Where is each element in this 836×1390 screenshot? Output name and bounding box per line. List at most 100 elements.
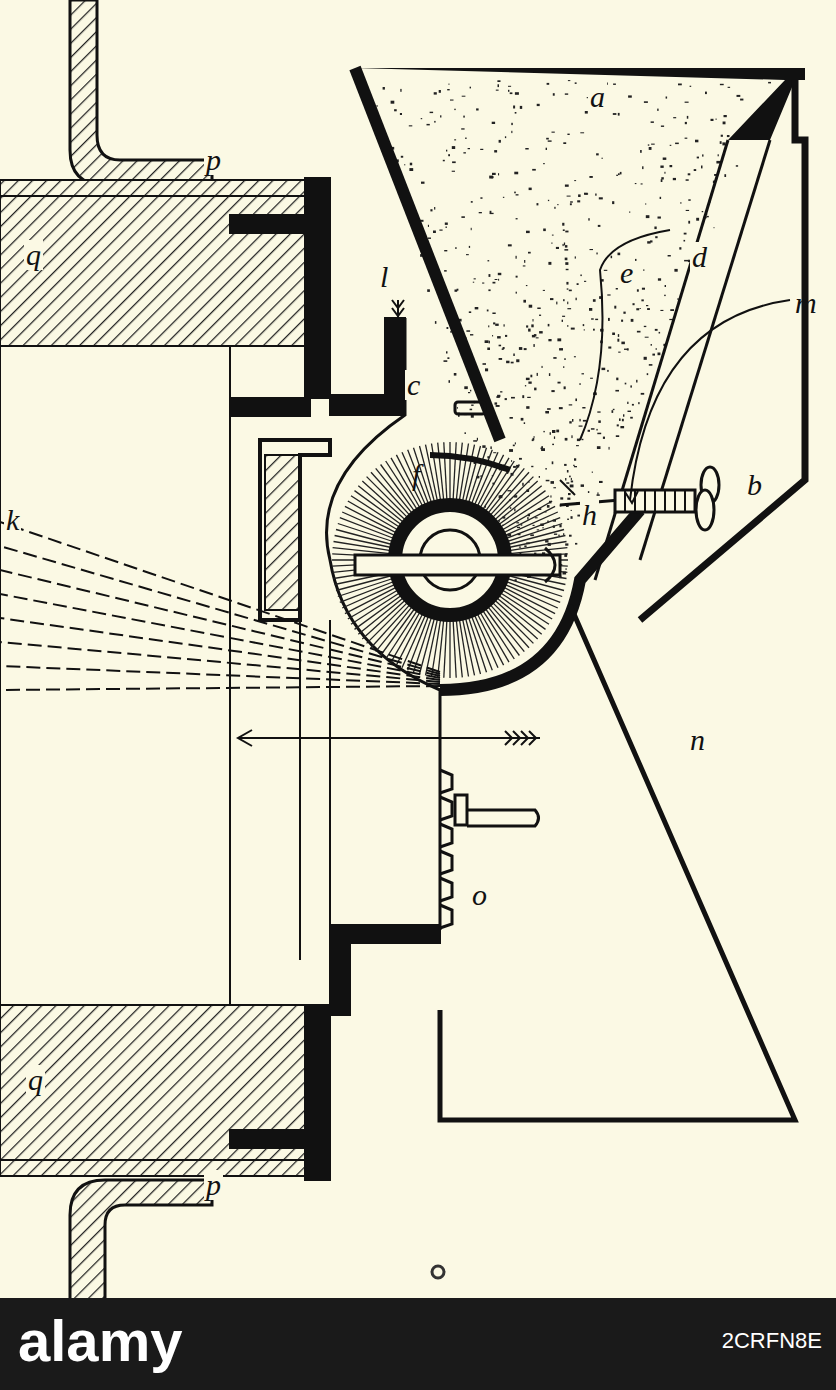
coal-dust	[547, 505, 550, 508]
coal-dust	[539, 315, 541, 316]
coal-dust	[545, 468, 546, 470]
coal-dust	[575, 256, 576, 258]
coal-dust	[461, 216, 465, 218]
coal-dust	[525, 385, 526, 386]
coal-dust	[565, 569, 567, 570]
coal-dust	[511, 397, 515, 399]
coal-dust	[516, 194, 519, 195]
coal-dust	[565, 185, 569, 187]
coal-dust	[433, 231, 436, 234]
coal-dust	[661, 126, 664, 127]
coal-dust	[686, 179, 689, 181]
coal-dust	[543, 431, 544, 432]
coal-dust	[548, 339, 551, 341]
coal-dust	[666, 97, 668, 99]
coal-dust	[473, 440, 477, 442]
coal-dust	[552, 132, 555, 133]
coal-dust	[618, 173, 620, 175]
coal-dust	[546, 412, 549, 414]
coal-dust	[552, 235, 554, 236]
coal-dust	[659, 332, 661, 334]
coal-dust	[516, 218, 518, 219]
coal-dust	[678, 84, 682, 86]
coal-dust	[526, 406, 529, 409]
coal-dust	[533, 319, 534, 322]
brush-bristle	[408, 450, 429, 504]
coal-dust	[550, 495, 551, 497]
coal-dust	[566, 269, 569, 270]
coal-dust	[471, 405, 473, 406]
coal-dust	[658, 217, 661, 219]
callout-letter: q	[26, 1065, 45, 1095]
coal-dust	[446, 351, 448, 353]
coal-dust	[565, 262, 568, 265]
coal-dust	[615, 390, 619, 392]
coal-dust	[716, 119, 717, 120]
coal-dust	[724, 174, 726, 177]
coal-dust	[567, 498, 570, 500]
coal-dust	[603, 437, 605, 439]
stamp-dot	[432, 1266, 444, 1278]
coal-dust	[505, 335, 507, 337]
coal-dust	[463, 116, 465, 118]
coal-dust	[525, 148, 528, 150]
coal-dust	[485, 340, 489, 343]
coal-dust	[499, 345, 502, 347]
coal-dust	[720, 84, 724, 85]
coal-dust	[577, 283, 579, 285]
coal-dust	[511, 123, 513, 125]
coal-dust	[567, 325, 568, 327]
coal-dust	[637, 289, 639, 291]
coal-dust	[576, 445, 579, 446]
coal-dust	[674, 269, 677, 272]
coal-dust	[376, 105, 377, 106]
coal-dust	[527, 517, 528, 520]
coal-dust	[558, 535, 559, 537]
coal-dust	[574, 356, 576, 357]
brush-bristle	[444, 442, 447, 500]
coal-dust	[640, 150, 642, 153]
coal-dust	[579, 383, 580, 385]
coal-dust	[448, 84, 449, 85]
coal-dust	[609, 447, 610, 450]
coal-dust	[452, 146, 455, 149]
coal-dust	[596, 153, 599, 155]
coal-dust	[619, 418, 621, 421]
feed-screw	[560, 300, 790, 530]
air-arrow-n	[238, 300, 540, 746]
coal-dust	[571, 516, 573, 519]
coal-dust	[551, 390, 554, 392]
brush-bristle	[402, 452, 426, 505]
coal-dust	[617, 339, 619, 342]
coal-dust	[549, 373, 550, 376]
coal-dust	[505, 136, 506, 138]
coal-dust	[409, 125, 413, 126]
coal-dust	[737, 95, 741, 97]
brush-bristle	[351, 496, 400, 528]
coal-dust	[641, 393, 645, 395]
coal-dust	[528, 382, 531, 384]
coal-dust	[570, 201, 573, 202]
coal-dust	[611, 256, 613, 259]
coal-dust	[642, 288, 645, 290]
brush-bristle	[502, 590, 552, 619]
coal-dust	[597, 411, 600, 412]
coal-dust	[596, 253, 597, 255]
coal-dust	[648, 144, 650, 145]
coal-dust	[520, 106, 522, 109]
coal-dust	[563, 142, 566, 144]
coal-dust	[616, 435, 619, 437]
coal-dust	[570, 485, 574, 488]
coal-dust	[516, 292, 517, 294]
coal-dust	[553, 93, 555, 96]
coal-dust	[564, 249, 568, 251]
coal-dust	[569, 290, 572, 292]
coal-dust	[489, 341, 490, 344]
coal-dust	[446, 227, 447, 228]
coal-dust	[545, 540, 548, 542]
coal-dust	[608, 347, 611, 349]
coal-dust	[680, 202, 681, 203]
coal-dust	[654, 227, 656, 230]
coal-dust	[487, 310, 489, 312]
coal-dust	[513, 466, 516, 468]
